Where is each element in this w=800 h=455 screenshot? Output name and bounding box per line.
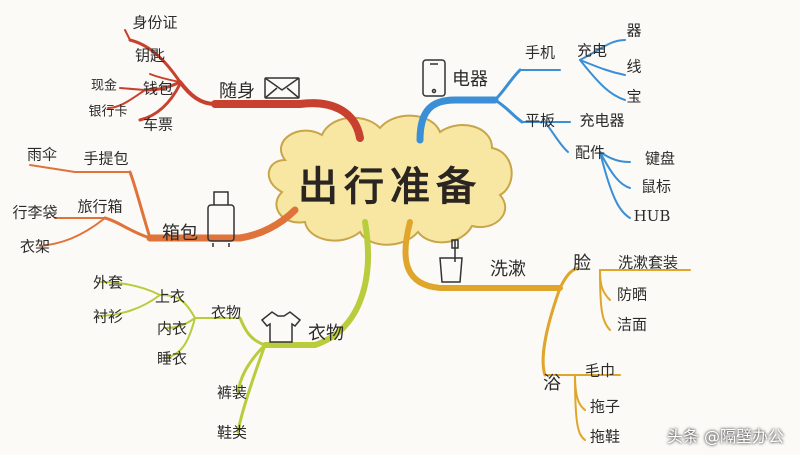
node-comb: 拖子 <box>589 397 621 416</box>
node-luggage-bag: 行李袋 <box>12 203 58 222</box>
node-dianqi: 电器 <box>452 69 488 90</box>
node-towel: 毛巾 <box>584 361 616 380</box>
node-suishen: 随身 <box>219 81 255 102</box>
node-coat: 外套 <box>92 273 124 292</box>
node-tops: 上衣 <box>154 287 186 306</box>
branch-blue <box>416 39 631 219</box>
node-clothes: 衣物 <box>210 303 242 322</box>
node-mouse: 鼠标 <box>640 177 672 196</box>
node-keys: 钥匙 <box>134 46 166 65</box>
cup-toothbrush-icon <box>439 239 463 283</box>
central-topic: 出行准备 <box>298 163 482 210</box>
node-slippers: 拖鞋 <box>589 427 621 446</box>
node-handbag: 手提包 <box>83 149 129 168</box>
node-phone: 手机 <box>524 43 556 62</box>
node-yiwu: 衣物 <box>308 323 344 344</box>
node-cash: 现金 <box>90 78 118 94</box>
node-shoes: 鞋类 <box>216 423 248 442</box>
node-hanger: 衣架 <box>19 237 51 256</box>
node-charge-device: 器 <box>626 21 642 40</box>
phone-icon <box>422 59 446 97</box>
node-suitcase: 旅行箱 <box>77 197 123 216</box>
node-wallet: 钱包 <box>142 79 174 98</box>
tshirt-icon <box>260 311 302 343</box>
node-ticket: 车票 <box>142 115 174 134</box>
watermark: 头条 @隔壁办公 <box>666 427 784 446</box>
node-charge: 充电 <box>576 41 608 60</box>
node-bank-card: 银行卡 <box>88 104 128 120</box>
envelope-icon <box>264 77 300 99</box>
node-tablet: 平板 <box>524 111 556 130</box>
node-sunscreen: 防晒 <box>616 285 648 304</box>
node-charge-cable: 线 <box>626 57 642 76</box>
node-charger: 充电器 <box>579 111 625 130</box>
node-xiangbao: 箱包 <box>162 223 198 244</box>
node-umbrella: 雨伞 <box>26 145 58 164</box>
branch-gold <box>402 219 691 441</box>
branch-green <box>99 219 371 434</box>
branch-red <box>107 29 364 142</box>
node-id-card: 身份证 <box>132 13 178 32</box>
node-face-set: 洗漱套装 <box>617 253 679 272</box>
node-cleanser: 洁面 <box>616 315 648 334</box>
node-xishu: 洗漱 <box>490 259 526 280</box>
node-face: 脸 <box>573 253 591 274</box>
node-power-bank: 宝 <box>626 87 642 106</box>
central-cloud <box>267 114 513 246</box>
branch-orange <box>29 164 299 247</box>
suitcase-icon <box>207 191 235 247</box>
node-accessories: 配件 <box>574 143 606 162</box>
node-pajamas: 睡衣 <box>156 349 188 368</box>
node-underwear: 内衣 <box>156 319 188 338</box>
node-pants: 裤装 <box>216 383 248 402</box>
node-hub: HUB <box>633 207 671 225</box>
node-keyboard: 键盘 <box>644 149 676 168</box>
node-bath: 浴 <box>543 373 561 394</box>
node-shirt: 衬衫 <box>92 307 124 326</box>
